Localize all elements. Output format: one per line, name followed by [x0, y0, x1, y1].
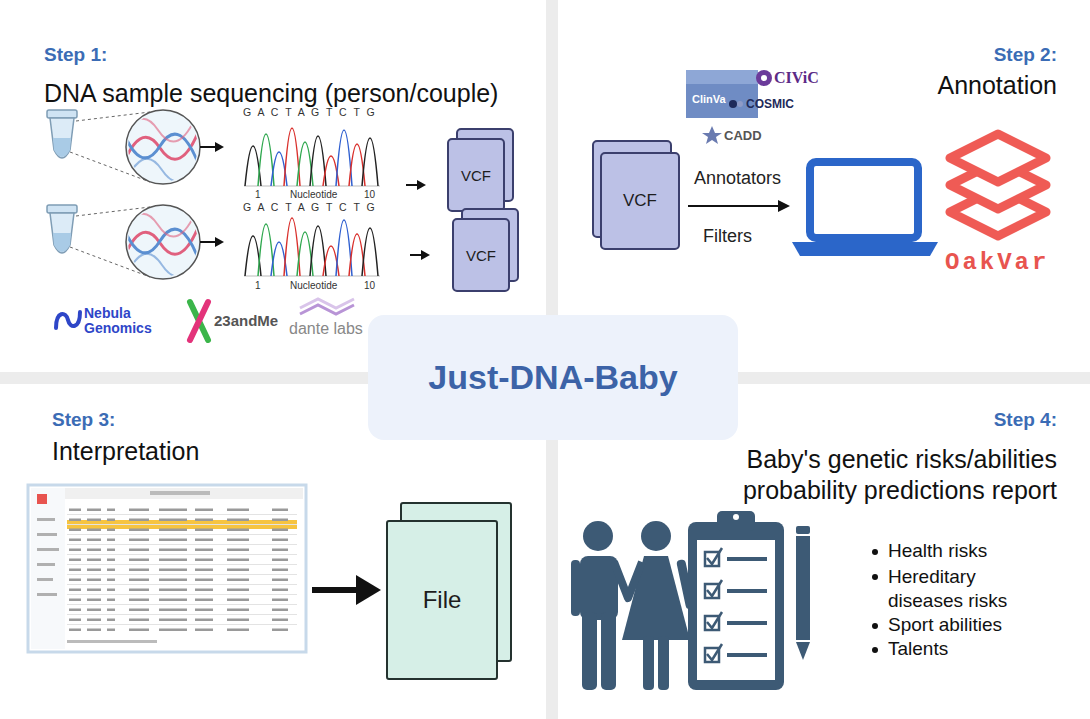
database-logo: ClinVa [692, 93, 726, 106]
sequence-letters: G A C T A G T C T G [243, 106, 377, 119]
axis-label: 10 [364, 280, 375, 292]
vcf-file: VCF [452, 218, 510, 292]
bullet-dot [872, 549, 878, 555]
axis-label: 1 [255, 280, 261, 292]
database-logo: CIViC [774, 68, 819, 87]
axis-label: Nucleotide [290, 189, 337, 201]
company-logo: Nebula Genomics [84, 306, 156, 336]
report-item: Sport abilities [888, 614, 1002, 637]
bullet-dot [872, 623, 878, 629]
file-label: VCF [466, 247, 496, 264]
company-logo: dante labs [289, 319, 363, 338]
file-label: VCF [461, 167, 491, 184]
step-title: Annotation [937, 70, 1057, 100]
step-title: DNA sample sequencing (person/couple) [44, 78, 498, 108]
arrow-label: Annotators [694, 168, 781, 190]
database-logo: COSMIC [746, 97, 794, 111]
step-number: Step 2: [994, 44, 1057, 67]
title-text: Just-DNA-Baby [428, 358, 677, 397]
step-number: Step 4: [994, 409, 1057, 432]
tool-logo: OakVar [945, 249, 1049, 278]
axis-label: 1 [255, 189, 261, 201]
report-item: Talents [888, 638, 948, 661]
result-file: File [386, 520, 498, 680]
axis-label: 10 [364, 189, 375, 201]
vcf-file: VCF [447, 138, 505, 212]
database-logo: CADD [724, 128, 762, 144]
bullet-dot [872, 647, 878, 653]
report-item: Health risks [888, 540, 987, 563]
axis-label: Nucleotide [290, 280, 337, 292]
step-title: Baby's genetic risks/abilities probabili… [707, 444, 1057, 506]
report-item: Hereditary diseases risks [888, 565, 1038, 613]
file-label: VCF [623, 191, 657, 211]
arrow-label: Filters [703, 226, 752, 248]
step-number: Step 3: [52, 409, 115, 432]
vcf-file: VCF [600, 152, 680, 250]
title-box: Just-DNA-Baby [368, 315, 738, 440]
step-title: Interpretation [52, 436, 199, 466]
sequence-letters: G A C T A G T C T G [243, 201, 377, 214]
company-logo: 23andMe [214, 312, 278, 330]
step-number: Step 1: [44, 44, 107, 67]
file-label: File [423, 586, 462, 614]
bullet-dot [872, 574, 878, 580]
